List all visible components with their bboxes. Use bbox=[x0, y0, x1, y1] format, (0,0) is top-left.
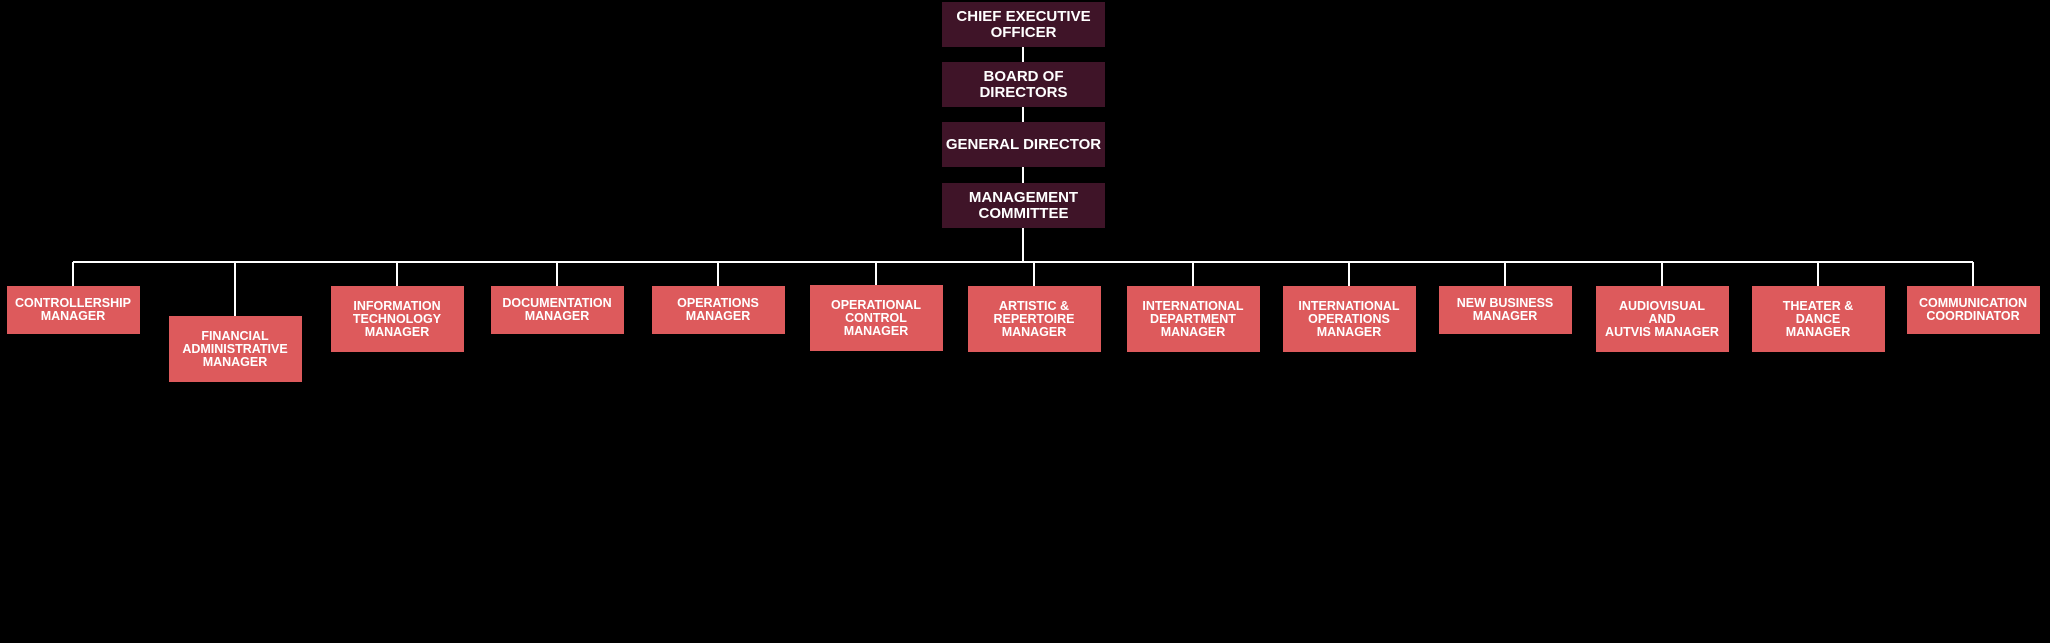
controllership-manager-box: CONTROLLERSHIP MANAGER bbox=[6, 286, 140, 334]
ceo-box: CHIEF EXECUTIVE OFFICER bbox=[942, 2, 1105, 47]
theater-dance-manager-box: THEATER & DANCE MANAGER bbox=[1751, 286, 1885, 352]
general-director-box: GENERAL DIRECTOR bbox=[942, 122, 1105, 167]
documentation-manager-box: DOCUMENTATION MANAGER bbox=[490, 286, 624, 334]
board-of-directors-box: BOARD OF DIRECTORS bbox=[942, 62, 1105, 107]
management-committee-box: MANAGEMENT COMMITTEE bbox=[942, 183, 1105, 228]
international-operations-manager-box: INTERNATIONAL OPERATIONS MANAGER bbox=[1282, 286, 1416, 352]
audiovisual-autvis-manager-box: AUDIOVISUAL AND AUTVIS MANAGER bbox=[1595, 286, 1729, 352]
new-business-manager-box: NEW BUSINESS MANAGER bbox=[1438, 286, 1572, 334]
international-department-manager-box: INTERNATIONAL DEPARTMENT MANAGER bbox=[1126, 286, 1260, 352]
financial-administrative-manager-box: FINANCIAL ADMINISTRATIVE MANAGER bbox=[168, 316, 302, 382]
artistic-repertoire-manager-box: ARTISTIC & REPERTOIRE MANAGER bbox=[967, 286, 1101, 352]
information-technology-manager-box: INFORMATION TECHNOLOGY MANAGER bbox=[330, 286, 464, 352]
operational-control-manager-box: OPERATIONAL CONTROL MANAGER bbox=[809, 285, 943, 351]
communication-coordinator-box: COMMUNICATION COORDINATOR bbox=[1906, 286, 2040, 334]
operations-manager-box: OPERATIONS MANAGER bbox=[651, 286, 785, 334]
